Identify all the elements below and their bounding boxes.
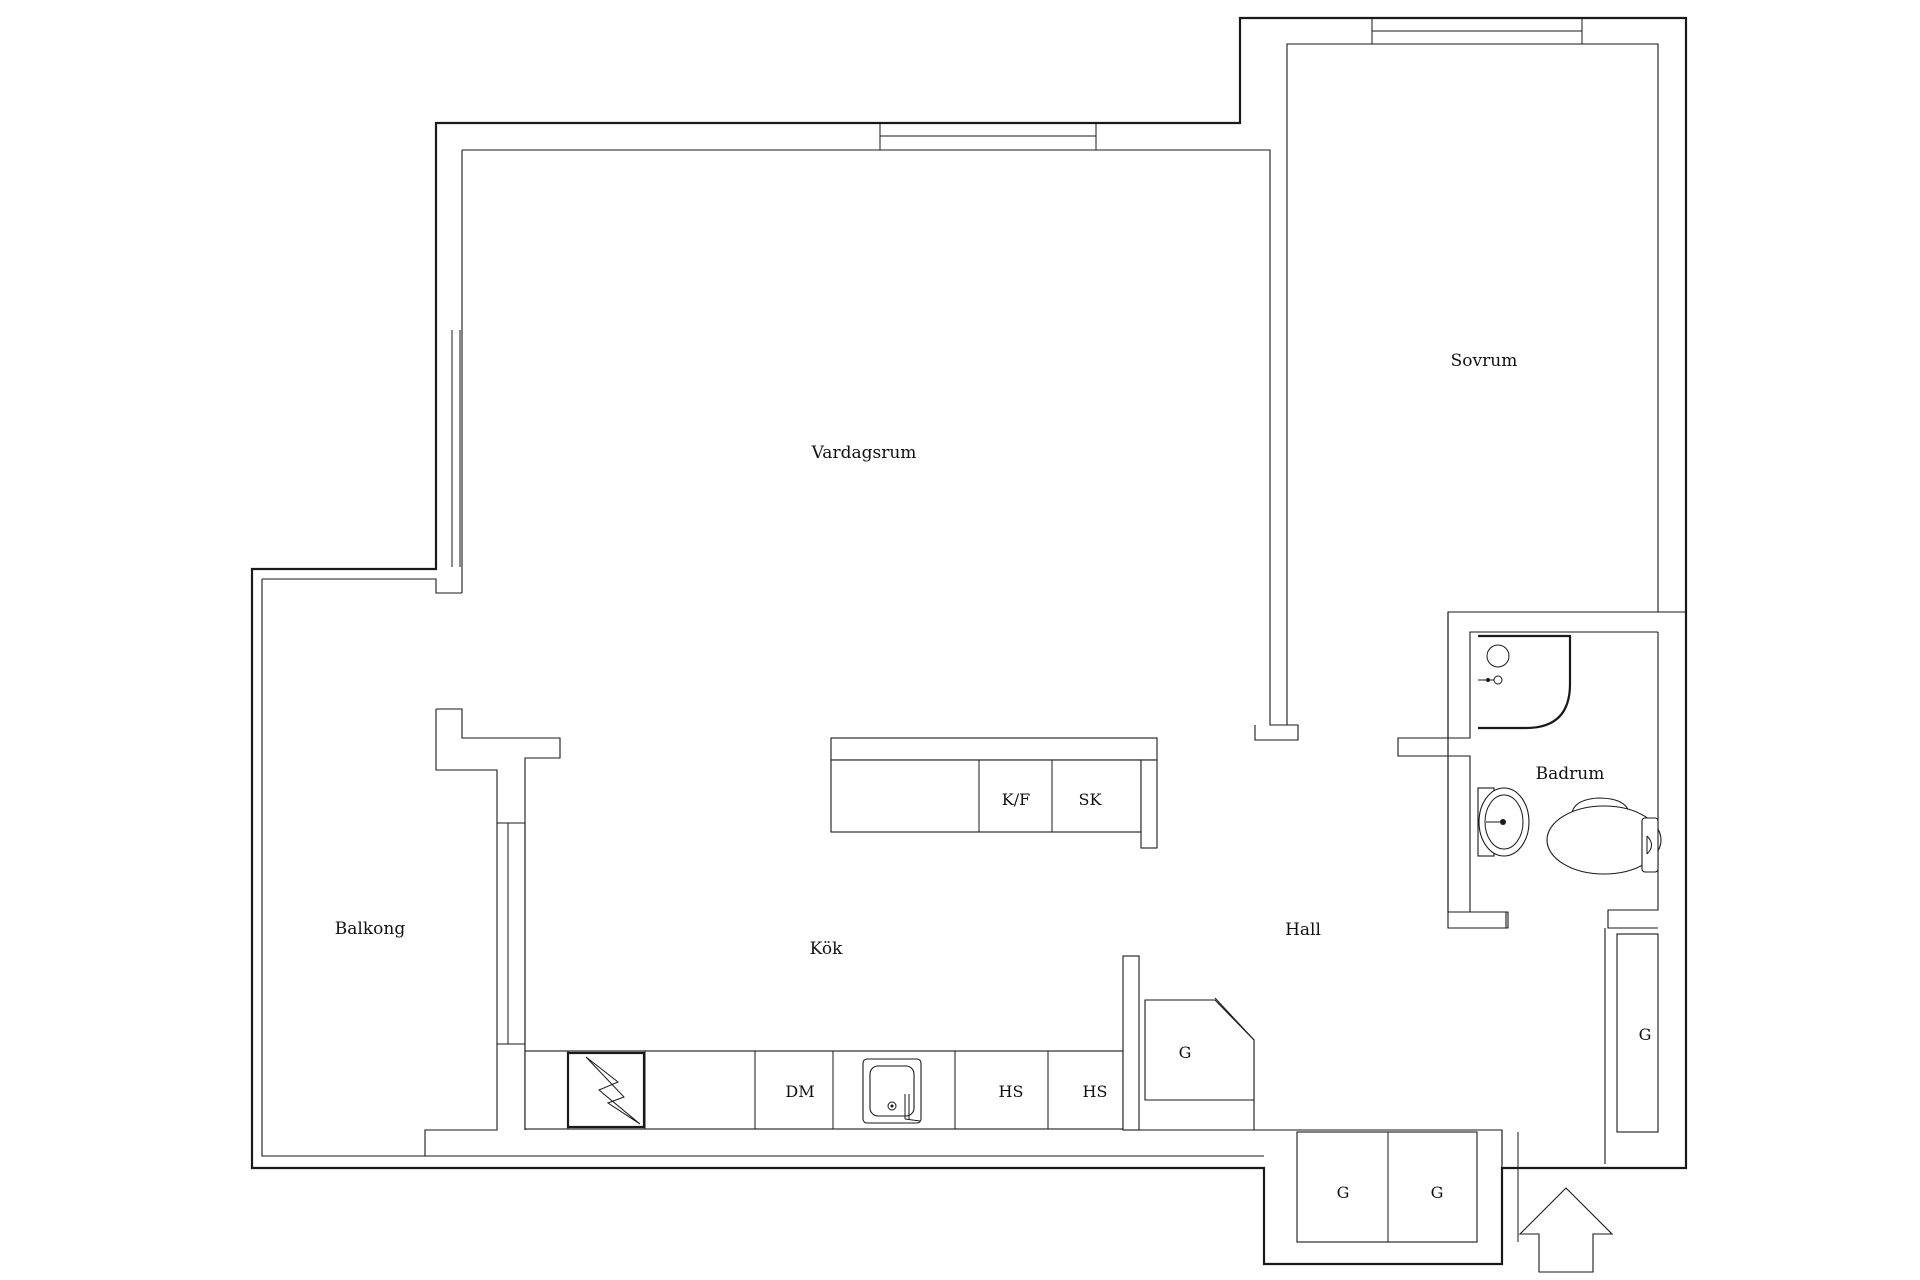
counter-hs-label-2: HS: [1083, 1082, 1108, 1101]
room-label-balkong: Balkong: [335, 919, 406, 939]
east-wardrobe-label: G: [1639, 1025, 1652, 1044]
counter-dm-label: DM: [785, 1082, 814, 1101]
island-sk-label: SK: [1079, 790, 1103, 809]
kitchen-sink-icon: [862, 1058, 922, 1124]
entrance-arrow-icon: [1518, 1187, 1614, 1273]
room-label-kok: Kök: [810, 939, 843, 959]
outer-walls: [250, 16, 1688, 1266]
hall-wardrobe-label: G: [1179, 1043, 1192, 1062]
room-label-vardagsrum: Vardagsrum: [811, 443, 917, 463]
entry-wardrobe-label-2: G: [1431, 1183, 1444, 1202]
bathroom-walls: [1397, 611, 1686, 929]
room-label-sovrum: Sovrum: [1451, 351, 1518, 371]
room-label-badrum: Badrum: [1536, 764, 1605, 784]
room-label-hall: Hall: [1285, 920, 1321, 940]
stove-icon: [566, 1051, 646, 1129]
hall-wardrobe: [1144, 999, 1255, 1101]
entry-wardrobes: [1296, 1131, 1519, 1243]
island-kf-label: K/F: [1002, 790, 1030, 809]
east-wardrobe: [1616, 933, 1659, 1133]
entry-wardrobe-label-1: G: [1337, 1183, 1350, 1202]
counter-hs-label-1: HS: [999, 1082, 1024, 1101]
toilet-icon: [1546, 797, 1662, 875]
shower-icon: [1478, 634, 1572, 730]
kitchen-island: [830, 737, 1158, 849]
washbasin-icon: [1477, 787, 1530, 857]
